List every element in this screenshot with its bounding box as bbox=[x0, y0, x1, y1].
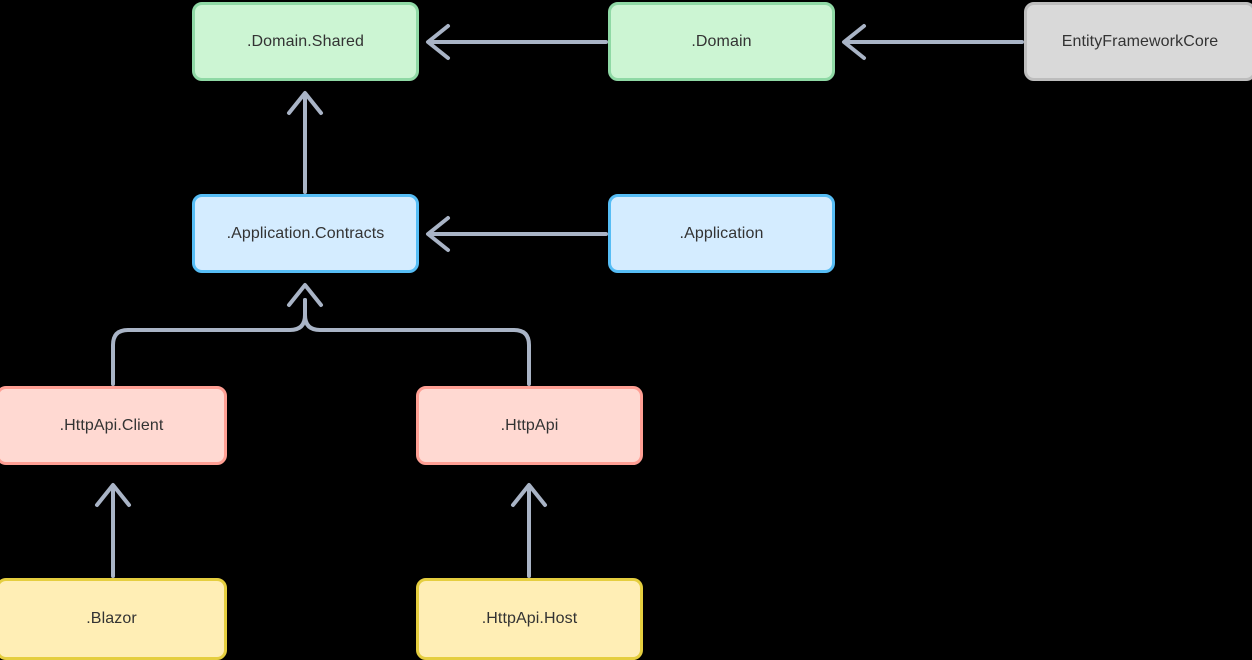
edge-httpapi-host-to-httpapi bbox=[511, 483, 547, 578]
edge-httpapi-to-application-contracts bbox=[287, 283, 531, 386]
edge-blazor-to-httpapi-client bbox=[95, 483, 131, 578]
edge-httpapi-client-to-application-contracts bbox=[111, 298, 307, 386]
node-domain[interactable]: .Domain bbox=[608, 2, 835, 81]
node-httpapi-host[interactable]: .HttpApi.Host bbox=[416, 578, 643, 660]
node-label-httpapi-client: .HttpApi.Client bbox=[59, 416, 164, 434]
node-label-httpapi: .HttpApi bbox=[500, 416, 559, 434]
node-label-domain-shared: .Domain.Shared bbox=[246, 32, 365, 50]
node-label-application-contracts: .Application.Contracts bbox=[226, 224, 385, 242]
node-blazor[interactable]: .Blazor bbox=[0, 578, 227, 660]
node-application-contracts[interactable]: .Application.Contracts bbox=[192, 194, 419, 273]
node-label-application: .Application bbox=[679, 224, 764, 242]
node-label-blazor: .Blazor bbox=[86, 610, 137, 628]
node-entityframeworkcore[interactable]: EntityFrameworkCore bbox=[1024, 2, 1252, 81]
node-httpapi-client[interactable]: .HttpApi.Client bbox=[0, 386, 227, 465]
node-label-domain: .Domain bbox=[691, 32, 752, 50]
node-httpapi[interactable]: .HttpApi bbox=[416, 386, 643, 465]
edge-application-contracts-to-domain-shared bbox=[287, 91, 323, 194]
edge-application-to-application-contracts bbox=[426, 216, 608, 252]
node-label-httpapi-host: .HttpApi.Host bbox=[481, 610, 578, 628]
edge-entityframeworkcore-to-domain bbox=[842, 24, 1024, 60]
node-application[interactable]: .Application bbox=[608, 194, 835, 273]
node-domain-shared[interactable]: .Domain.Shared bbox=[192, 2, 419, 81]
edge-domain-to-domain-shared bbox=[426, 24, 608, 60]
node-label-entityframeworkcore: EntityFrameworkCore bbox=[1061, 32, 1219, 50]
